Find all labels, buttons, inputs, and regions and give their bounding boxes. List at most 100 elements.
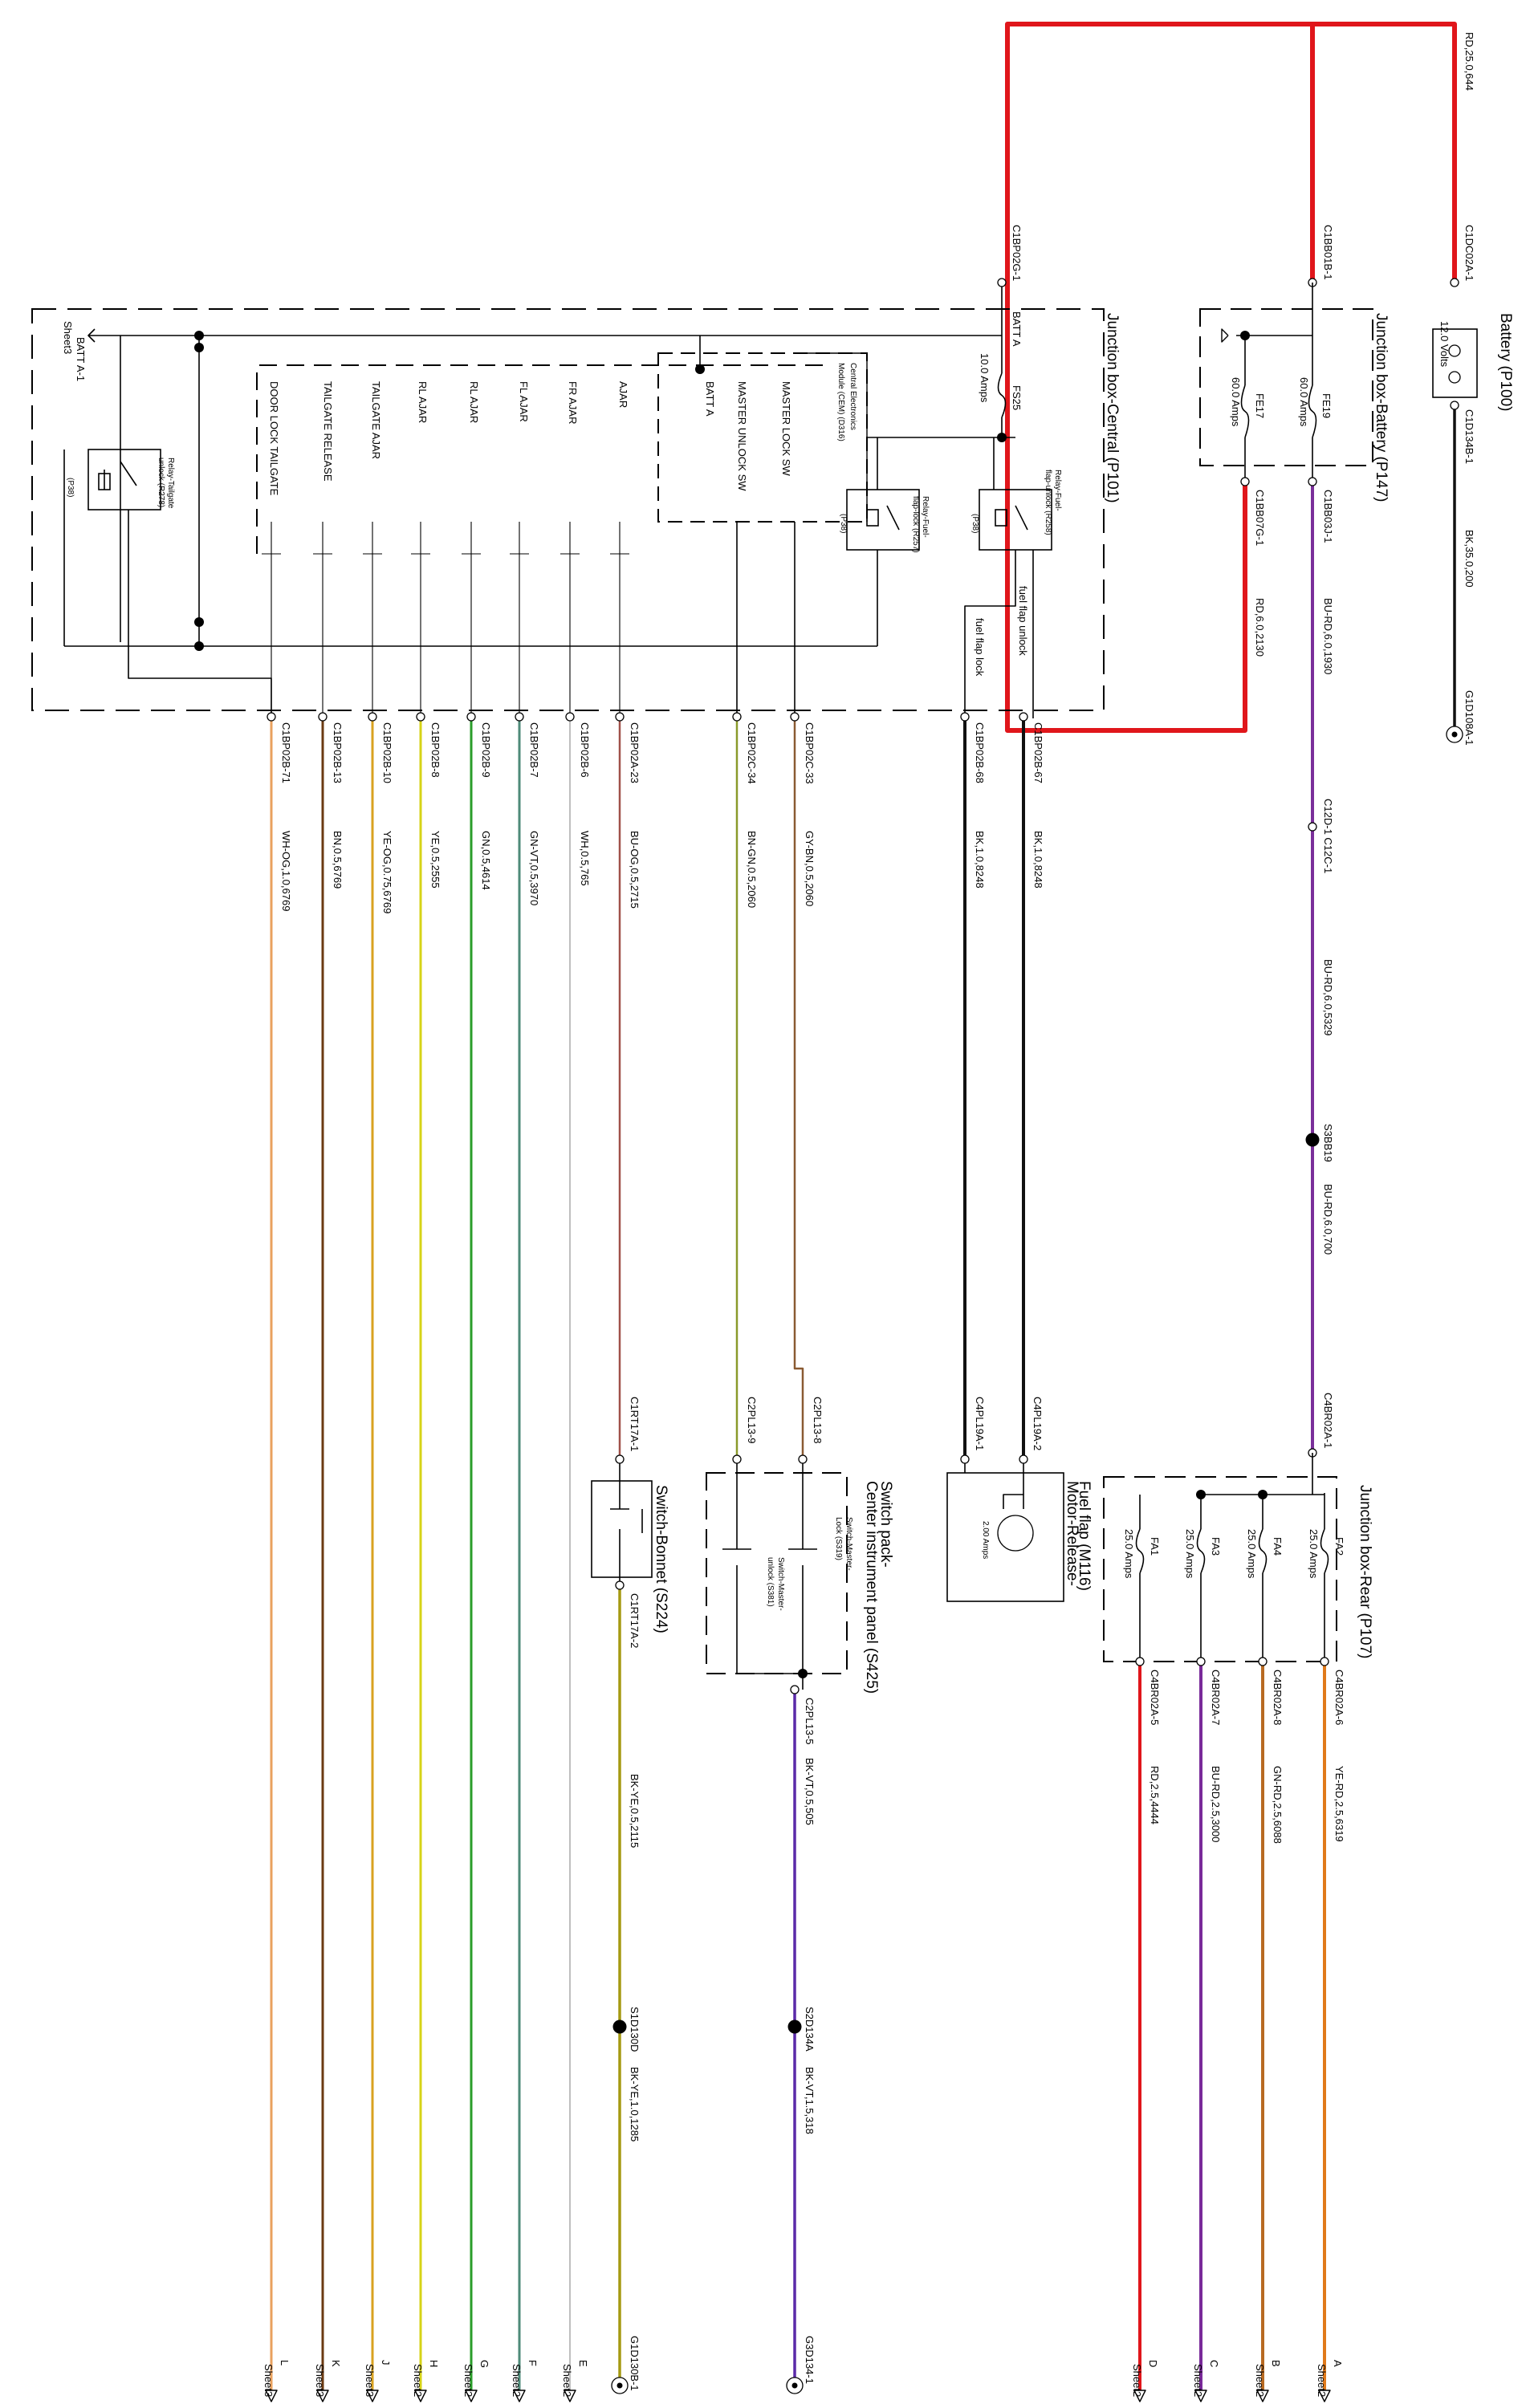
pin-switch-8	[798, 1454, 808, 1464]
central-sheet-2: Sheet3	[364, 2364, 376, 2397]
splice-s2d134a-label: S2D134A	[804, 2007, 816, 2052]
fuse-rear-name-1: FA4	[1272, 1537, 1284, 1556]
fuse-fs25-icon	[997, 372, 1007, 418]
central-sheet-5: Sheet2	[511, 2364, 523, 2397]
pin-batt-central	[997, 278, 1007, 287]
sheet-arrow-icon-central-6	[564, 2390, 576, 2402]
bonnet-switch-box	[591, 1480, 653, 1578]
pin-central-output-label-5: C1BP02B-7	[528, 722, 540, 778]
wire-central-output-label-4: GN,0.5,4614	[480, 831, 492, 890]
relay-fuel-lock-coil	[866, 509, 879, 527]
central-letter-0: L	[279, 2360, 291, 2365]
wire-switch-5-label: BK-VT,0.5,505	[804, 1758, 816, 1825]
relay-unlock-label-1: Relay-Fuel-	[1053, 470, 1062, 511]
wire-fuel-label-1: BK,1.0,8248	[1032, 831, 1044, 889]
junction-central-title: Junction box-Central (P101)	[1104, 313, 1121, 503]
output-label-3: RL AJAR	[417, 381, 429, 423]
output-label-2: TAILGATE AJAR	[370, 381, 382, 459]
pin-central-output-2	[368, 712, 377, 722]
sheet-arrow-icon-central-2	[366, 2390, 379, 2402]
fuse-rear-rating-1: 25.0 Amps	[1246, 1529, 1258, 1579]
sheet-arrow-icon-central-4	[465, 2390, 478, 2402]
junction-box-rear	[1103, 1476, 1337, 1662]
fuse-rear-icon-3	[1135, 1528, 1145, 1574]
wire-central-output-label-6: WH,0.5,765	[579, 831, 591, 886]
relay-tailgate-contact	[120, 461, 137, 486]
rear-sheet-1: Sheet2	[1254, 2364, 1266, 2397]
battery-title: Battery (P100)	[1497, 313, 1514, 412]
central-letter-2: J	[380, 2360, 392, 2365]
pin-battery-positive	[1450, 278, 1459, 287]
relay-tailgate-coil	[98, 473, 111, 490]
splice-s1d130d-label: S1D130D	[629, 2007, 641, 2052]
pin-fuel-1	[1019, 712, 1028, 722]
pin-master-0	[732, 712, 742, 722]
junction-box-battery	[1199, 308, 1373, 466]
batt-a-mid-dot	[695, 364, 705, 374]
fuse-rear-icon-1	[1258, 1528, 1268, 1574]
wire-battery-fuse-feed	[1005, 22, 1315, 733]
battery-body	[1432, 328, 1478, 398]
relay-fuel-lock-box	[846, 489, 920, 551]
master-unlock-label: MASTER UNLOCK SW	[736, 381, 748, 491]
relay-fuel-unlock-coil	[995, 509, 1007, 527]
sheet-arrow-icon-rear-1	[1256, 2390, 1269, 2402]
wire-master-label-0: BN-GN,0.5,2060	[746, 831, 758, 908]
sheet-left-label: Sheet3	[62, 321, 74, 354]
sheet-arrow-icon-central-1	[316, 2390, 329, 2402]
output-label-7: AJAR	[617, 381, 629, 408]
fuse-fe19-label: FE19	[1320, 393, 1333, 418]
central-sheet-3: Sheet2	[412, 2364, 424, 2397]
wire-central-output-label-0: WH-OG,1.0,6769	[280, 831, 292, 911]
relay-tailgate-label-1: Relay-Tailgate	[166, 458, 175, 509]
junction-box-central	[31, 308, 1105, 711]
cem-label-1: Central Electronics	[848, 363, 857, 430]
fuse-rear-rating-2: 25.0 Amps	[1184, 1529, 1196, 1579]
wire-central-output-label-3: YE,0.5,2555	[429, 831, 442, 889]
wire-battery-positive	[1312, 22, 1457, 283]
fuel-flap-lock-line	[964, 550, 1016, 718]
wire-battery-positive-label: RD,25.0,644	[1463, 32, 1475, 91]
battery-voltage: 12.0 Volts	[1438, 321, 1451, 368]
wire-jb-battery-out-label: BU-RD,6.0,1930	[1322, 598, 1334, 674]
pin-jb-battery-fe17	[1240, 477, 1250, 486]
pin-switch-5	[790, 1685, 800, 1694]
pin-jb-battery-out-label: C1BB03J-1	[1322, 490, 1334, 543]
fuse-fe17-label: FE17	[1254, 393, 1266, 418]
relay-fuel-unlock-contact	[1015, 505, 1028, 531]
fuse-fs25-label: FS25	[1011, 385, 1023, 410]
relay-tailgate-label-2: unlock (R278)	[157, 458, 165, 507]
fuse-rear-name-2: FA3	[1210, 1537, 1222, 1556]
ground-switch-pack-label: G3D134-1	[804, 2336, 816, 2384]
pin-master-label-0: C1BP02C-34	[746, 722, 758, 784]
pin-fuel-label-0: C1BP02B-68	[974, 722, 986, 783]
splice-s1d130d	[612, 2020, 627, 2034]
splice-s2d134a	[787, 2020, 802, 2034]
batt-a-top-label: BATT A	[1011, 311, 1023, 347]
pin-motor-1-label: C4PL19A-1	[974, 1397, 986, 1450]
pin-rear-output-label-3: C4BR02A-5	[1149, 1670, 1161, 1725]
master-lock-label: MASTER LOCK SW	[780, 381, 792, 476]
splice-s3bb19-label: S3BB19	[1322, 1124, 1334, 1162]
pin-battery-negative-label: C1D134B-1	[1463, 409, 1475, 464]
relay-unlock-p38: (P38)	[970, 514, 979, 533]
wire-master-label-1: GY-BN,0.5,2060	[804, 831, 816, 906]
wire-battery-negative-label: BK,35.0,200	[1463, 530, 1475, 588]
pin-central-output-label-4: C1BP02B-9	[480, 722, 492, 778]
sheet-arrow-icon-rear-0	[1318, 2390, 1331, 2402]
wire-central-output-label-2: YE-OG,0.75,6769	[381, 831, 393, 913]
fuel-flap-lock-label: fuel flap lock	[974, 618, 986, 677]
switch-unlock-label-1: Switch-Master-	[776, 1557, 785, 1611]
ground-icon-center	[616, 2382, 623, 2389]
rear-letter-3: D	[1147, 2360, 1159, 2367]
fuse-fe17-icon	[1240, 384, 1250, 438]
relay-fuel-unlock-box	[979, 489, 1052, 551]
pin-fuel-label-1: C1BP02B-67	[1032, 722, 1044, 783]
pin-central-output-1	[318, 712, 328, 722]
central-sheet-4: Sheet2	[462, 2364, 474, 2397]
pin-battery-negative	[1450, 401, 1459, 410]
rear-sheet-3: Sheet2	[1131, 2364, 1143, 2397]
motor-title-2: Fuel flap (M116)	[1076, 1481, 1093, 1591]
pin-central-output-label-7: C1BP02A-23	[629, 722, 641, 783]
central-sheet-6: Sheet2	[561, 2364, 573, 2397]
